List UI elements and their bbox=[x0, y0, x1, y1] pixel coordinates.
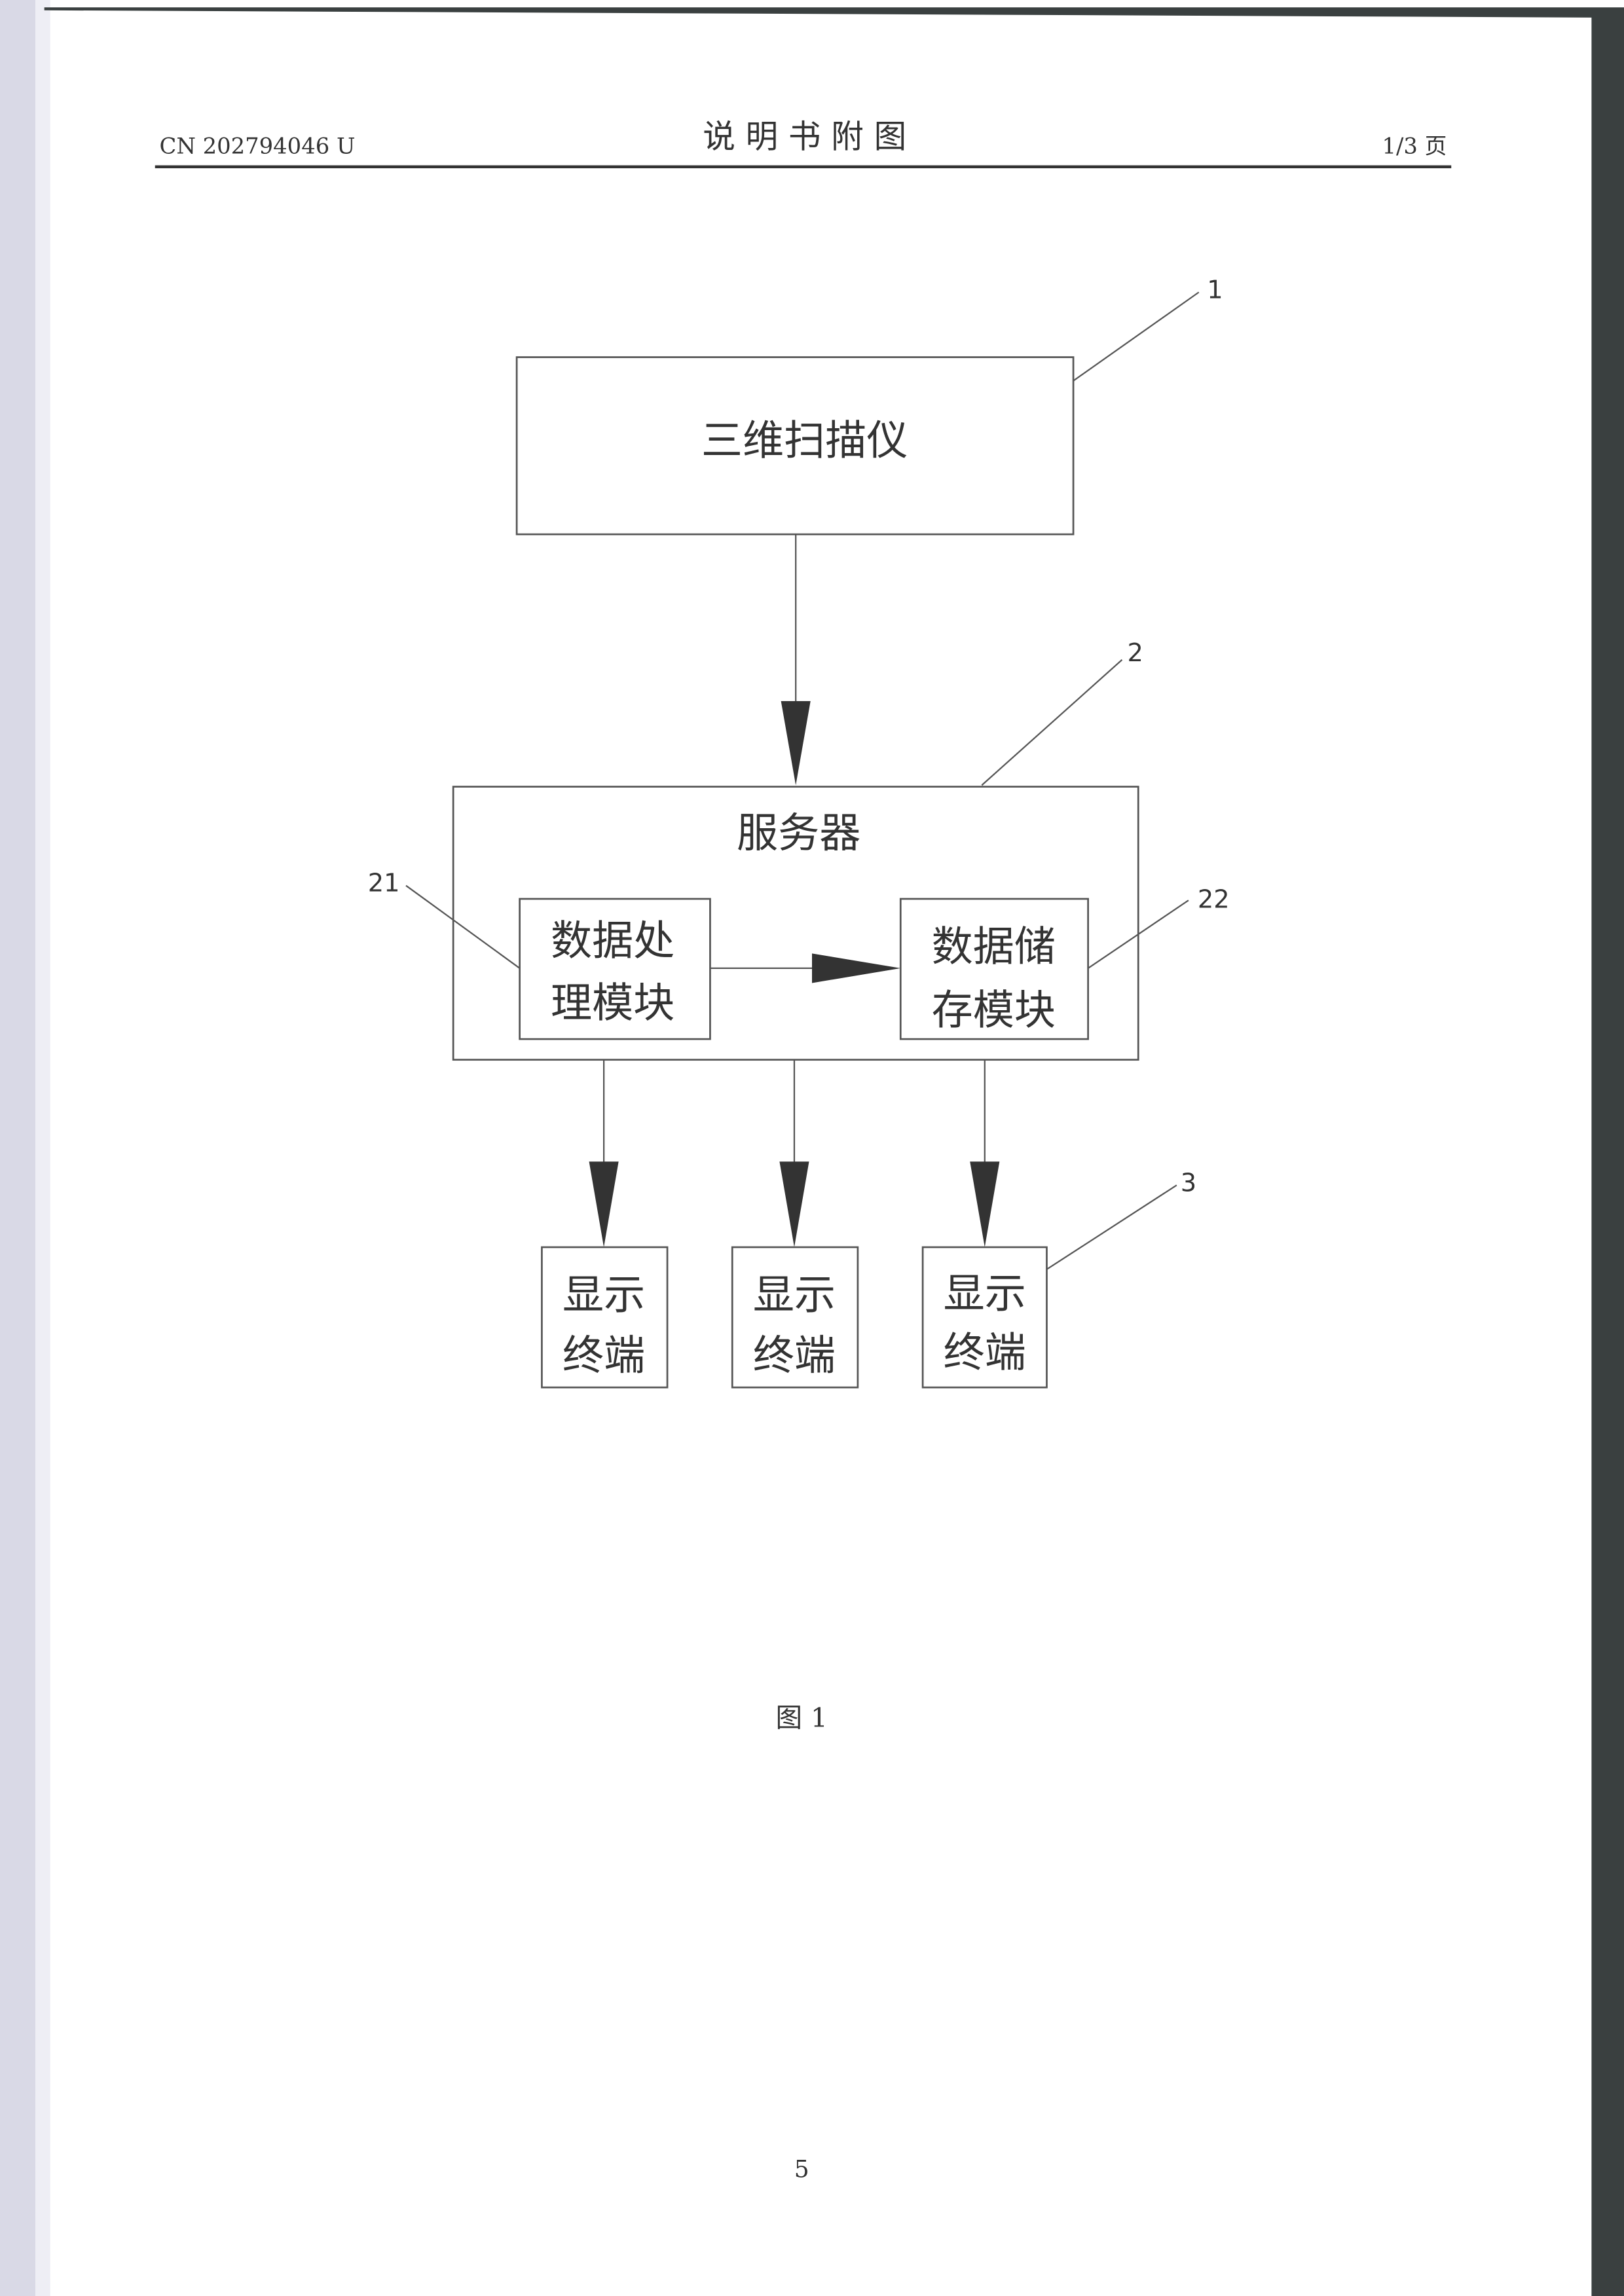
processing-module-ref: 21 bbox=[368, 869, 400, 898]
top-scan-edge bbox=[44, 7, 1624, 18]
display-terminal-line1: 显示 bbox=[944, 1269, 1026, 1317]
scanner-leader-line bbox=[1073, 291, 1200, 382]
page-number: 5 bbox=[794, 2155, 809, 2183]
left-scan-edge bbox=[0, 0, 36, 2296]
processing-module-line1: 数据处 bbox=[551, 917, 674, 965]
left-scan-shadow bbox=[35, 0, 50, 2296]
scanner-box bbox=[515, 356, 1075, 536]
terminal-ref: 3 bbox=[1181, 1168, 1196, 1197]
storage-module-line2: 存模块 bbox=[932, 986, 1056, 1034]
page-info: 1/3 页 bbox=[1382, 133, 1447, 158]
storage-module-line1: 数据储 bbox=[932, 922, 1056, 971]
header-title: 说 明 书 附 图 bbox=[703, 117, 906, 155]
arrowhead-icon bbox=[970, 1161, 1000, 1247]
arrowhead-icon bbox=[779, 1161, 809, 1247]
server-leader-line bbox=[981, 659, 1123, 786]
processing-leader-line bbox=[405, 884, 521, 969]
display-terminal-box bbox=[921, 1246, 1048, 1389]
display-terminal-line1: 显示 bbox=[563, 1271, 645, 1319]
scanner-ref: 1 bbox=[1207, 275, 1223, 304]
arrowhead-icon bbox=[589, 1161, 619, 1247]
storage-module-box bbox=[899, 898, 1089, 1040]
scanner-label: 三维扫描仪 bbox=[701, 416, 908, 464]
display-terminal-box bbox=[731, 1246, 859, 1389]
storage-leader-line bbox=[1087, 900, 1189, 969]
display-terminal-box bbox=[541, 1246, 669, 1389]
terminal-leader-line bbox=[1046, 1184, 1177, 1270]
server-label: 服务器 bbox=[737, 809, 860, 857]
right-scan-edge bbox=[1591, 14, 1624, 2296]
display-terminal-line1: 显示 bbox=[753, 1271, 836, 1319]
processing-module-line2: 理模块 bbox=[551, 978, 674, 1027]
arrowhead-icon bbox=[812, 953, 901, 983]
display-terminal-line2: 终端 bbox=[563, 1331, 645, 1379]
display-terminal-line2: 终端 bbox=[753, 1331, 836, 1379]
storage-module-ref: 22 bbox=[1198, 884, 1230, 914]
patent-number: CN 202794046 U bbox=[159, 133, 355, 158]
display-terminal-line2: 终端 bbox=[944, 1328, 1026, 1377]
server-ref: 2 bbox=[1128, 638, 1143, 668]
arrowhead-icon bbox=[781, 701, 811, 786]
figure-caption: 图 1 bbox=[776, 1702, 828, 1734]
processing-module-box bbox=[519, 898, 711, 1040]
